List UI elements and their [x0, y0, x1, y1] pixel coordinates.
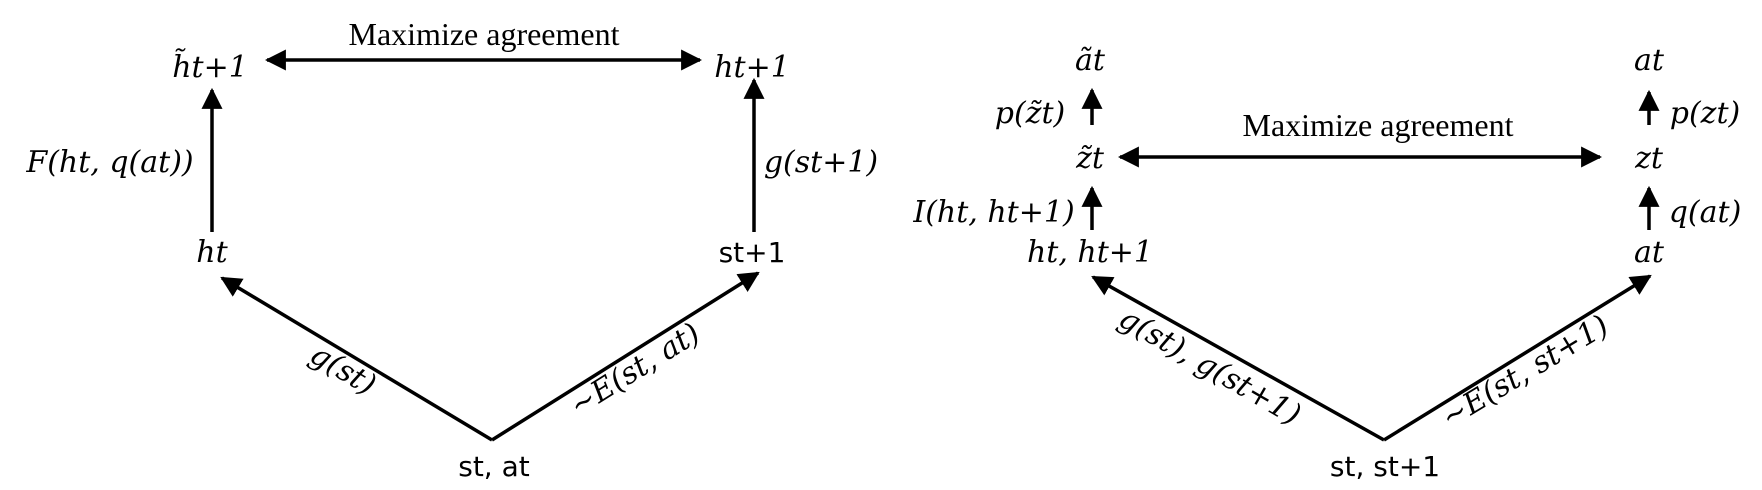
right-node-z-tilde-t: z̃t [1075, 141, 1105, 176]
right-maximize-agreement-label: Maximize agreement [1243, 107, 1514, 143]
right-edge-q-label: q(at) [1669, 195, 1742, 230]
left-node-h-t1: ht+1 [714, 50, 790, 85]
left-node-h-t: ht [196, 235, 228, 270]
left-edge-g-st-label: g(st) [304, 337, 382, 403]
left-node-root: st, at [458, 450, 530, 483]
left-diagram: Maximize agreement h̃t+1 ht+1 F(ht, q(at… [25, 16, 878, 483]
left-edge-F-label: F(ht, q(at)) [25, 145, 193, 180]
right-node-root: st, st+1 [1330, 450, 1440, 483]
left-maximize-agreement-label: Maximize agreement [349, 16, 620, 52]
right-diag-arrow-right [1383, 274, 1652, 442]
right-edge-E-label: ~E(st, st+1) [1435, 308, 1615, 435]
right-edge-g-pair-label: g(st), g(st+1) [1113, 301, 1307, 433]
right-node-a-t-mid: at [1634, 235, 1665, 270]
left-diag-arrow-right [491, 271, 760, 442]
left-edge-g-st1-label: g(st+1) [764, 145, 878, 180]
left-node-h-tilde-t1: h̃t+1 [172, 48, 248, 85]
right-node-a-t-top: at [1634, 43, 1665, 78]
right-edge-p-z-tilde-label: p(z̃t) [995, 96, 1065, 131]
right-node-a-tilde-t: ãt [1075, 43, 1106, 78]
right-edge-I-label: I(ht, ht+1) [912, 195, 1074, 230]
left-node-s-t1: st+1 [719, 236, 786, 269]
left-diag-arrow-left [220, 276, 493, 442]
right-diagram: ãt at p(z̃t) p(zt) Maximize agreement z̃… [912, 43, 1741, 483]
right-edge-p-z-label: p(zt) [1670, 96, 1740, 131]
left-edge-E-label: ~E(st, at) [563, 316, 706, 424]
right-diag-arrow-left [1091, 275, 1385, 442]
right-node-h-pair: ht, ht+1 [1027, 235, 1153, 270]
right-node-z-t: zt [1634, 141, 1664, 176]
